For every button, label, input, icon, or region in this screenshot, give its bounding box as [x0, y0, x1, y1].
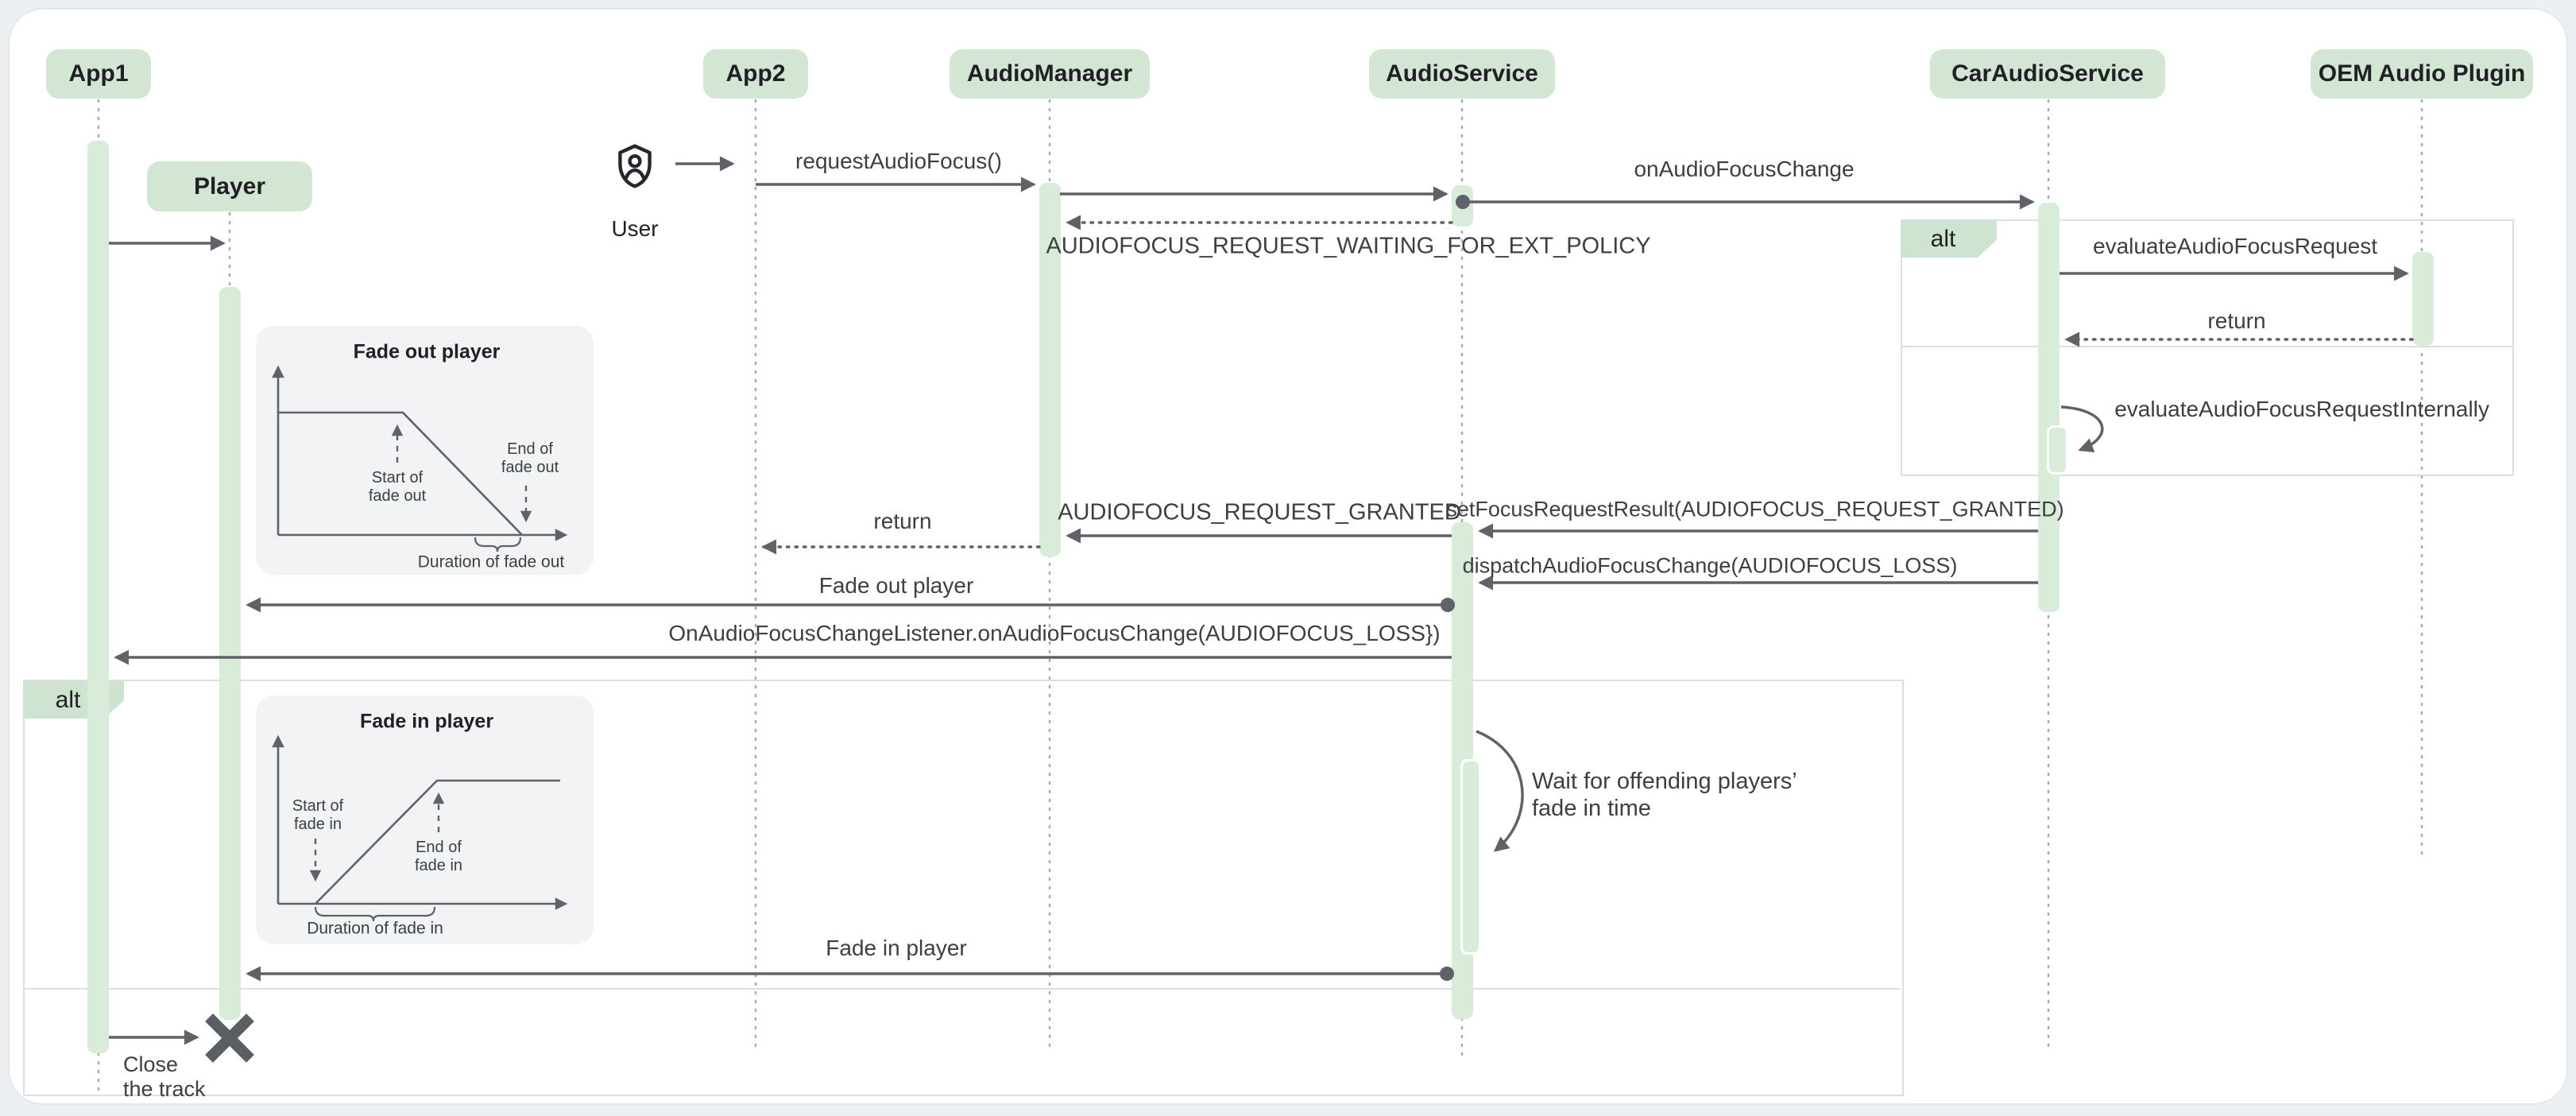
- label-evaluate-audio-focus-request: evaluateAudioFocusRequest: [2092, 234, 2378, 258]
- fade-out-end-label-l1: End of: [507, 440, 553, 458]
- label-fade-in-player: Fade in player: [826, 936, 967, 960]
- activation-oem: [2412, 252, 2434, 346]
- participant-player: Player: [147, 161, 312, 211]
- participant-app2: App2: [703, 49, 808, 99]
- participant-app2-label: App2: [725, 60, 786, 87]
- participant-app1-label: App1: [68, 60, 129, 87]
- fade-out-start-label: Start of fade out: [369, 469, 426, 506]
- alt-fragment-right-divider: [1901, 346, 2512, 347]
- fade-in-duration-brace: [314, 906, 436, 922]
- fade-out-chart-plot: [272, 365, 568, 552]
- label-request-audio-focus: requestAudioFocus(): [795, 149, 1002, 173]
- participant-caraudioservice: CarAudioService: [1930, 49, 2165, 99]
- label-return-to-app2: return: [873, 509, 932, 533]
- participant-audioservice-label: AudioService: [1386, 60, 1538, 87]
- user-actor: User: [610, 135, 659, 246]
- label-on-audio-focus-change-listener: OnAudioFocusChangeListener.onAudioFocusC…: [668, 621, 1441, 645]
- activation-app1: [87, 141, 109, 1053]
- participant-app1: App1: [46, 49, 151, 99]
- label-fade-out-player: Fade out player: [818, 573, 974, 598]
- fade-in-end-label-l2: fade in: [414, 857, 463, 874]
- participant-audioservice: AudioService: [1369, 49, 1555, 99]
- participant-oem-audio-plugin-label: OEM Audio Plugin: [2318, 60, 2526, 87]
- fade-out-duration-brace: [474, 537, 522, 552]
- alt-fragment-left-divider: [23, 988, 1901, 990]
- activation-audioservice-1: [1452, 185, 1473, 227]
- note-wait-for-fade-in: Wait for offending players’ fade in time: [1532, 768, 1797, 822]
- label-waiting-for-ext-policy: AUDIOFOCUS_REQUEST_WAITING_FOR_EXT_POLIC…: [1046, 233, 1651, 259]
- label-dispatch-audio-focus-change: dispatchAudioFocusChange(AUDIOFOCUS_LOSS…: [1462, 553, 1958, 578]
- fade-out-chart-title: Fade out player: [353, 340, 501, 363]
- fade-out-start-label-l1: Start of: [371, 469, 424, 486]
- fade-in-end-label: End of fade in: [415, 839, 462, 875]
- alt-label-left-text: alt: [55, 686, 81, 713]
- fade-in-start-label: Start of fade in: [292, 797, 343, 834]
- participant-audiomanager: AudioManager: [950, 49, 1150, 99]
- fade-in-chart-plot: [272, 734, 568, 922]
- participant-caraudioservice-label: CarAudioService: [1951, 60, 2144, 87]
- fade-out-duration-label: Duration of fade out: [417, 552, 565, 572]
- fade-out-chart: Fade out player Start of fade out End of…: [256, 326, 594, 575]
- activation-caraudioservice-nested: [2047, 425, 2068, 475]
- fade-in-start-label-l2: fade in: [293, 816, 342, 833]
- note-line1: Wait for offending players’: [1532, 769, 1797, 794]
- fade-out-end-label: End of fade out: [501, 440, 559, 477]
- label-audiofocus-request-granted: AUDIOFOCUS_REQUEST_GRANTED: [1058, 499, 1461, 525]
- fade-out-curve: [278, 411, 523, 536]
- activation-audiomanager: [1039, 183, 1061, 556]
- alt-fragment-right: [1901, 219, 2514, 476]
- fade-in-end-label-l1: End of: [416, 839, 462, 856]
- close-line2: the track: [123, 1077, 206, 1101]
- label-evaluate-internally: evaluateAudioFocusRequestInternally: [2114, 397, 2489, 421]
- fade-out-start-label-l2: fade out: [368, 487, 427, 505]
- participant-oem-audio-plugin: OEM Audio Plugin: [2311, 49, 2533, 99]
- participant-player-label: Player: [193, 172, 266, 200]
- alt-label-right: alt: [1901, 221, 1997, 258]
- alt-label-right-text: alt: [1930, 226, 1956, 252]
- fade-in-duration-label: Duration of fade in: [307, 919, 443, 938]
- label-return-from-oem: return: [2207, 308, 2266, 333]
- participant-audiomanager-label: AudioManager: [966, 60, 1133, 87]
- activation-caraudioservice: [2038, 203, 2060, 612]
- label-on-audio-focus-change: onAudioFocusChange: [1634, 157, 1855, 181]
- fade-in-start-label-l1: Start of: [292, 797, 344, 815]
- fade-in-chart: Fade in player Start of fade in End of f…: [256, 696, 594, 944]
- fade-in-curve: [315, 779, 560, 905]
- label-close-the-track: Close the track: [123, 1052, 206, 1102]
- fade-in-chart-title: Fade in player: [359, 710, 494, 733]
- alt-fragment-left: [23, 680, 1904, 1096]
- note-line2: fade in time: [1532, 796, 1651, 821]
- activation-audioservice-nested: [1460, 759, 1481, 955]
- user-shield-icon: [618, 144, 652, 188]
- close-line1: Close: [123, 1052, 179, 1076]
- user-label: User: [611, 216, 659, 241]
- label-set-focus-request-result: setFocusRequestResult(AUDIOFOCUS_REQUEST…: [1446, 497, 2064, 521]
- activation-player: [219, 287, 241, 1020]
- fade-out-end-label-l2: fade out: [501, 459, 559, 476]
